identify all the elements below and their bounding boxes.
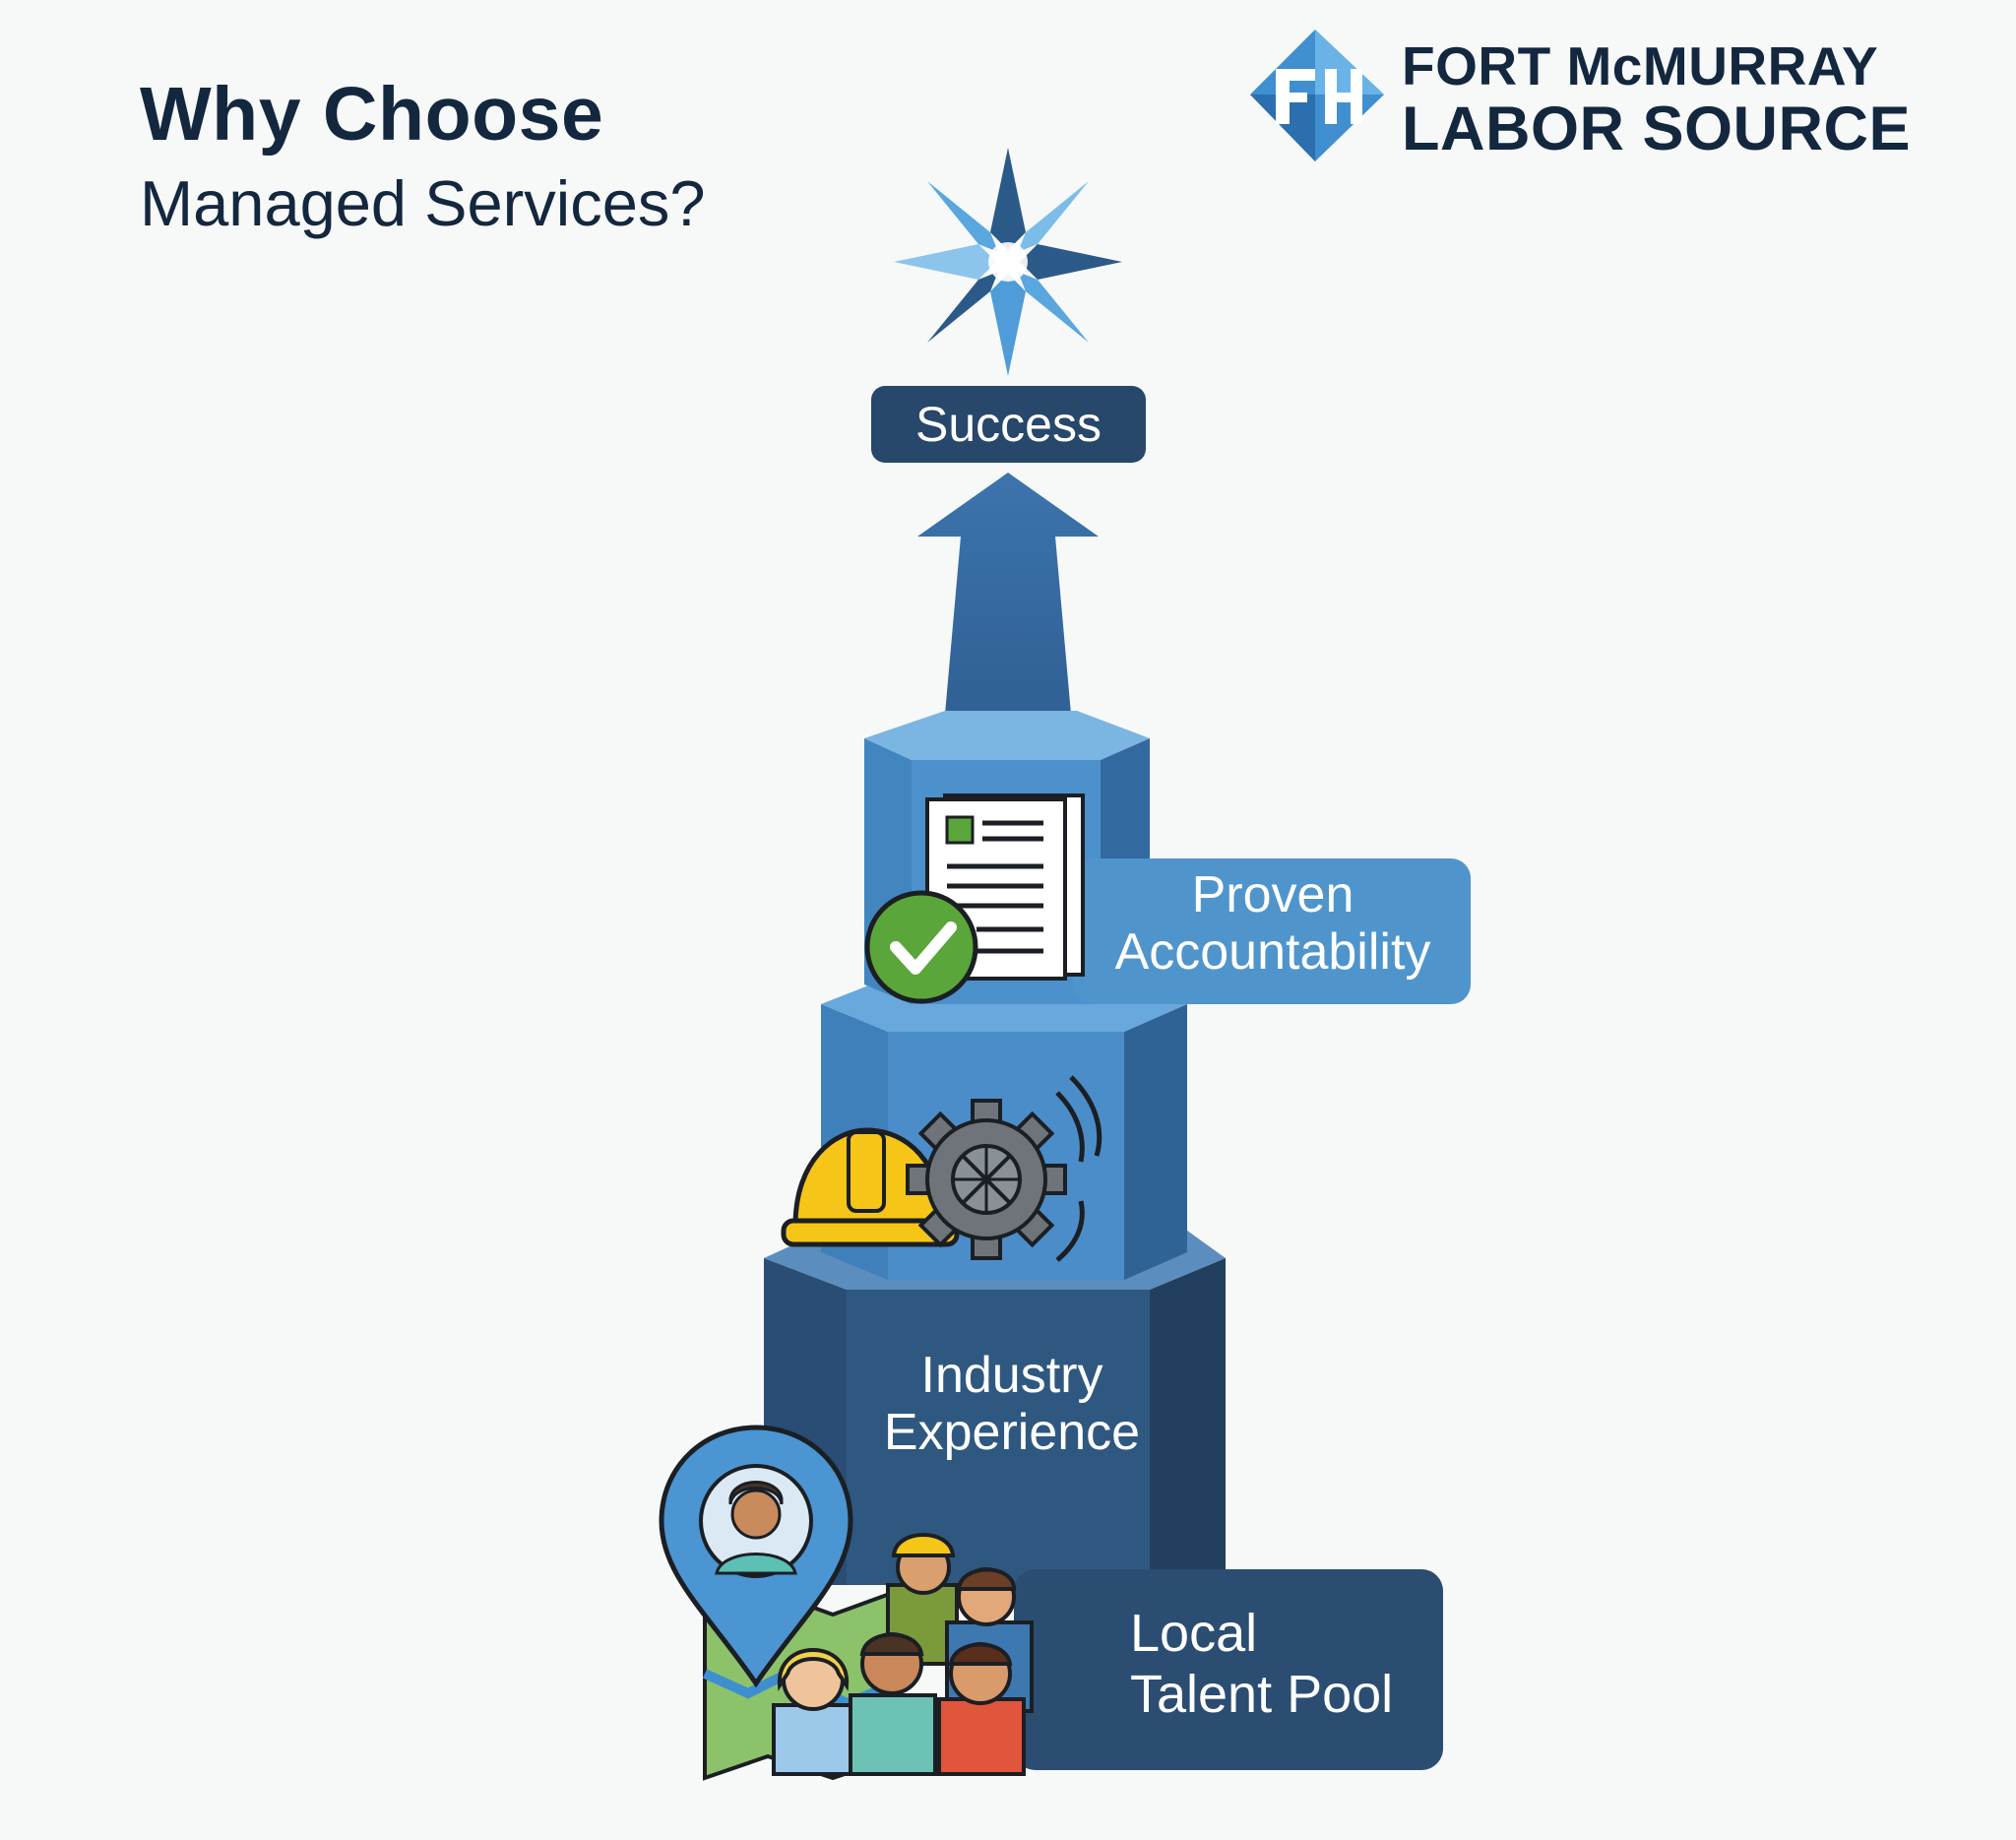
local-label-line2: Talent Pool	[1130, 1665, 1394, 1724]
proven-accountability-label: Proven Accountability	[1091, 866, 1455, 981]
page-subtitle: Managed Services?	[140, 167, 706, 239]
location-pin-icon	[659, 1425, 853, 1688]
proven-label-line1: Proven	[1191, 866, 1354, 923]
success-badge	[871, 386, 1146, 463]
logo-text-line2: LABOR SOURCE	[1402, 95, 1912, 163]
logo-text-line1: FORT McMURRAY	[1402, 35, 1879, 96]
success-label: Success	[915, 397, 1102, 452]
local-talent-pool-label: Local Talent Pool	[1130, 1603, 1425, 1725]
proven-label-line2: Accountability	[1114, 923, 1431, 981]
proven-banner	[1073, 858, 1471, 1004]
industry-experience-label: Industry Experience	[854, 1347, 1169, 1461]
industry-label-line2: Experience	[883, 1404, 1141, 1461]
document-check-icon	[864, 793, 1085, 1004]
star-icon	[894, 148, 1122, 376]
workers-group-icon	[772, 1533, 1034, 1776]
gear-icon	[906, 1075, 1102, 1262]
local-banner	[1014, 1569, 1443, 1770]
page-title: Why Choose	[140, 72, 604, 157]
up-arrow-icon	[917, 473, 1099, 736]
logo-mark-icon	[1250, 30, 1384, 161]
company-logo: FORT McMURRAY LABOR SOURCE	[1402, 35, 1911, 161]
local-label-line1: Local	[1130, 1604, 1258, 1663]
title-block: Why Choose Managed Services?	[140, 71, 706, 246]
industry-label-line1: Industry	[920, 1347, 1103, 1404]
